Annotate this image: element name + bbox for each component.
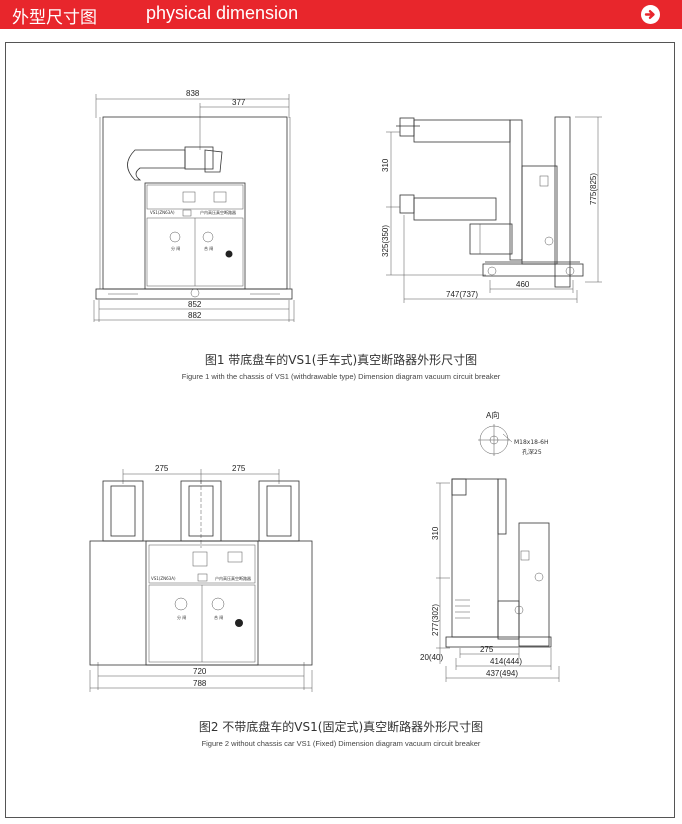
- arrow-right-circle-icon[interactable]: [641, 5, 660, 24]
- figure1-caption-cn: 图1 带底盘车的VS1(手车式)真空断路器外形尺寸图: [204, 353, 478, 367]
- fig2-panel-label: VS1(ZN63A): [151, 576, 176, 581]
- fig2-panel-title: 户内高压真空断路器: [215, 575, 251, 581]
- hole-depth: 孔深25: [522, 448, 542, 456]
- fig1-btn-open: 分 闸: [171, 245, 180, 251]
- dim-788: 788: [193, 679, 207, 688]
- dim-720: 720: [193, 667, 207, 676]
- dim-310-fig2: 310: [431, 526, 440, 540]
- dim-377: 377: [232, 98, 246, 107]
- fig1-btn-close: 合 闸: [204, 245, 213, 251]
- fig2-btn-open: 分 闸: [177, 614, 186, 620]
- figure1-front-view: 838 377 VS1(ZN63A) 户内高压真空断路器 分 闸 合 闸: [93, 89, 295, 322]
- dim-414: 414(444): [490, 657, 522, 666]
- figure2-caption-en: Figure 2 without chassis car VS1 (Fixed)…: [201, 739, 481, 748]
- dim-437: 437(494): [486, 669, 518, 678]
- drawing-frame: [5, 42, 675, 818]
- fig2-btn-close: 合 闸: [214, 614, 223, 620]
- fig1-panel-label: VS1(ZN63A): [150, 210, 175, 215]
- figure2-a-direction-detail: A向 M18x18-6H 孔深25: [478, 410, 549, 456]
- dim-775: 775(825): [589, 173, 598, 205]
- dim-747: 747(737): [446, 290, 478, 299]
- header-title-en: physical dimension: [146, 3, 299, 23]
- header-title-cn: 外型尺寸图: [12, 8, 97, 28]
- section-header: 外型尺寸图 physical dimension: [0, 0, 682, 29]
- dim-882: 882: [188, 311, 202, 320]
- figure2-front-view: 275 275 VS1(ZN63A) 户内高压真空断路器 分 闸 合 闸 720: [89, 464, 313, 692]
- dim-838: 838: [186, 89, 200, 98]
- dim-20: 20(40): [420, 653, 443, 662]
- dim-275-b: 275: [232, 464, 246, 473]
- figure2-caption-cn: 图2 不带底盘车的VS1(固定式)真空断路器外形尺寸图: [198, 720, 484, 734]
- figure1-caption-en: Figure 1 with the chassis of VS1 (withdr…: [181, 372, 501, 381]
- thread-spec: M18x18-6H: [514, 439, 549, 446]
- fig1-panel-title: 户内高压真空断路器: [200, 209, 236, 215]
- dim-310-side: 310: [381, 158, 390, 172]
- dim-275-fig2: 275: [480, 645, 494, 654]
- figure2-side-view: 310 277(302) 20(40) 275 414(444) 437(494…: [420, 478, 560, 682]
- a-direction-label: A向: [486, 410, 499, 420]
- dim-275-a: 275: [155, 464, 169, 473]
- figure1-side-view: 310 325(350) 775(825) 460 747(737): [381, 116, 602, 303]
- dim-852: 852: [188, 300, 202, 309]
- dim-460: 460: [516, 280, 530, 289]
- dim-277: 277(302): [431, 604, 440, 636]
- dim-325: 325(350): [381, 225, 390, 257]
